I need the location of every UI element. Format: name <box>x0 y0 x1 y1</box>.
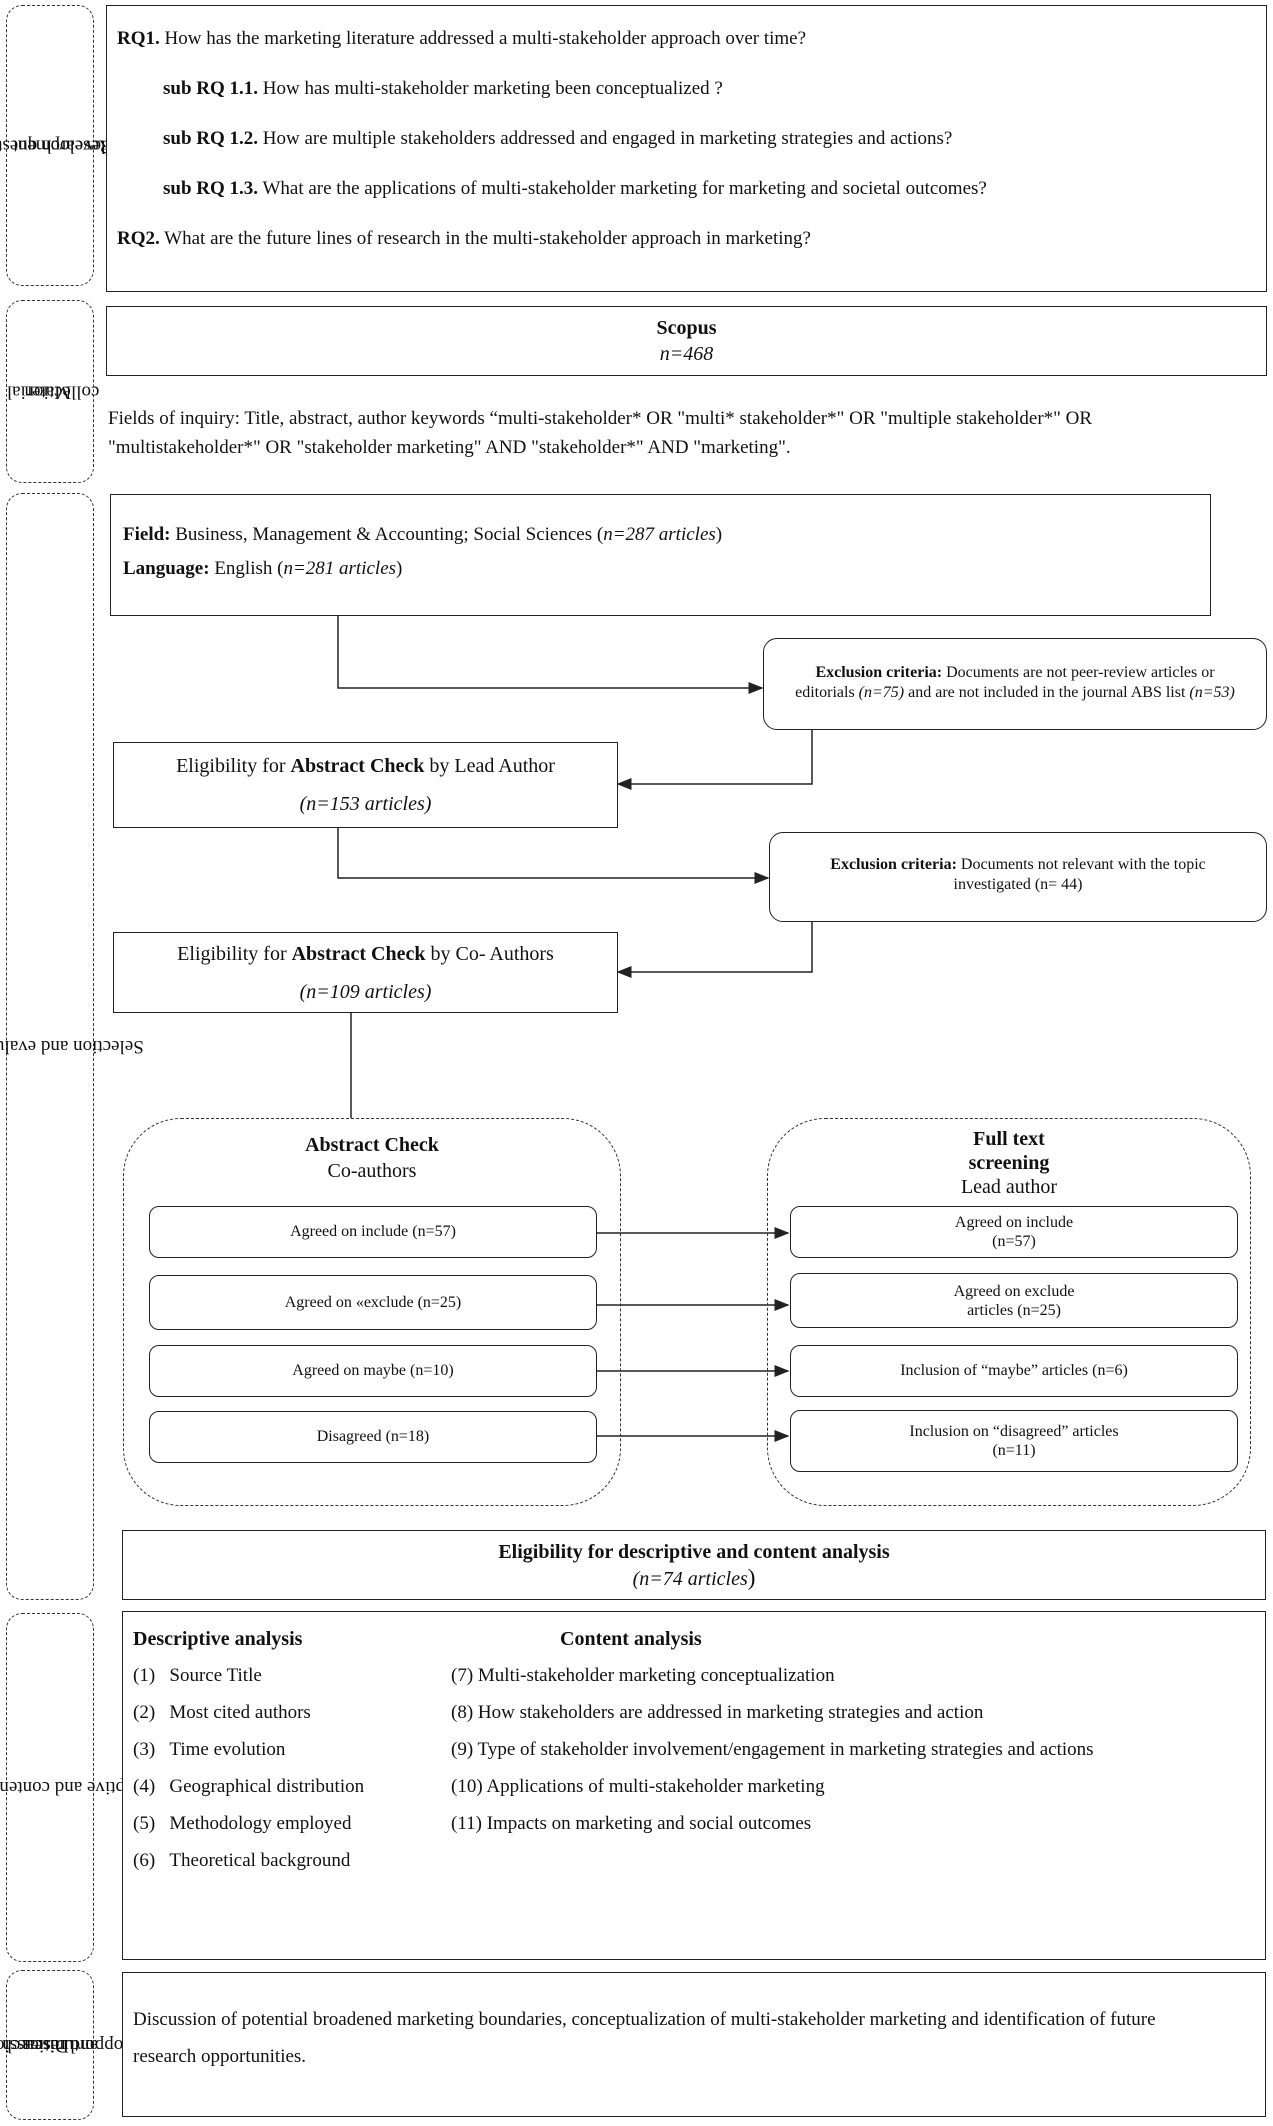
field-line: Field: Business, Management & Accounting… <box>123 524 723 545</box>
content-item: (7) Multi-stakeholder marketing conceptu… <box>451 1665 835 1686</box>
content-title: Content analysis <box>560 1628 702 1650</box>
research-questions-box: RQ1. How has the marketing literature ad… <box>106 5 1267 292</box>
final-eligibility-title: Eligibility for descriptive and content … <box>498 1541 890 1563</box>
fulltext-item-include: Agreed on include(n=57) <box>790 1206 1238 1258</box>
exclusion-criteria-2: Exclusion criteria: Documents not releva… <box>769 832 1267 922</box>
stage-descriptive-content: Descriptive and content analyses <box>0 1613 175 1962</box>
sub-rq-1-2: sub RQ 1.2. How are multiple stakeholder… <box>163 128 953 149</box>
content-item: (11) Impacts on marketing and social out… <box>451 1813 812 1834</box>
content-item: (10) Applications of multi-stakeholder m… <box>451 1776 825 1797</box>
analyses-box: Descriptive analysis Content analysis (1… <box>122 1611 1266 1960</box>
descriptive-title: Descriptive analysis <box>133 1628 303 1650</box>
descriptive-item: (5) Methodology employed <box>133 1813 352 1834</box>
descriptive-item: (3) Time evolution <box>133 1739 286 1760</box>
exclusion-criteria-1: Exclusion criteria: Documents are not pe… <box>763 638 1267 730</box>
discussion-line: Discussion of potential broadened market… <box>133 2009 1156 2030</box>
fields-line: Fields of inquiry: Title, abstract, auth… <box>108 408 1093 429</box>
descriptive-item: (4) Geographical distribution <box>133 1776 365 1797</box>
rq1: RQ1. How has the marketing literature ad… <box>117 28 807 49</box>
discussion-line: research opportunities. <box>133 2046 307 2067</box>
abstract-item-exclude: Agreed on «exclude (n=25) <box>149 1275 597 1330</box>
rq2: RQ2. What are the future lines of resear… <box>117 228 811 249</box>
scopus-box: Scopus n=468 <box>106 306 1267 376</box>
abstract-check-title: Abstract Check <box>305 1134 439 1156</box>
descriptive-item: (6) Theoretical background <box>133 1850 351 1871</box>
eligibility-co-authors-box: Eligibility for Abstract Check by Co- Au… <box>113 932 618 1013</box>
stage-selection-evaluation: Selection and evaluation <box>0 493 143 1600</box>
field-language-box: Field: Business, Management & Accounting… <box>110 494 1211 616</box>
fulltext-item-maybe: Inclusion of “maybe” articles (n=6) <box>790 1345 1238 1397</box>
language-line: Language: English (n=281 articles) <box>123 558 403 579</box>
final-eligibility-box: Eligibility for descriptive and content … <box>122 1530 1266 1600</box>
abstract-check-sub: Co-authors <box>327 1160 417 1182</box>
final-eligibility-count: (n=74 articles <box>632 1568 748 1590</box>
scopus-label: Scopus <box>656 317 717 339</box>
discussion-box: Discussion of potential broadened market… <box>122 1972 1266 2117</box>
content-item: (9) Type of stakeholder involvement/enga… <box>451 1739 1094 1760</box>
full-text-title: screening <box>968 1152 1050 1174</box>
full-text-title: Full text <box>973 1128 1045 1150</box>
abstract-item-maybe: Agreed on maybe (n=10) <box>149 1345 597 1397</box>
full-text-group: Full text screening Lead author <box>767 1118 1251 1506</box>
full-text-sub: Lead author <box>960 1176 1058 1198</box>
sub-rq-1-1: sub RQ 1.1. How has multi-stakeholder ma… <box>163 78 723 99</box>
sub-rq-1-3: sub RQ 1.3. What are the applications of… <box>163 178 987 199</box>
abstract-item-include: Agreed on include (n=57) <box>149 1206 597 1258</box>
descriptive-item: (1) Source Title <box>133 1665 262 1686</box>
abstract-check-group: Abstract Check Co-authors <box>123 1118 621 1506</box>
eligibility-lead-author-box: Eligibility for Abstract Check by Lead A… <box>113 742 618 828</box>
content-item: (8) How stakeholders are addressed in ma… <box>451 1702 984 1723</box>
scopus-count: n=468 <box>659 343 714 365</box>
fulltext-item-disagreed: Inclusion on “disagreed” articles(n=11) <box>790 1410 1238 1472</box>
descriptive-item: (2) Most cited authors <box>133 1702 311 1723</box>
abstract-item-disagreed: Disagreed (n=18) <box>149 1411 597 1463</box>
fields-line: "multistakeholder*" OR "stakeholder mark… <box>108 437 791 458</box>
stage-research-questions: Research questionsdevelopment <box>0 5 112 286</box>
fields-of-inquiry: Fields of inquiry: Title, abstract, auth… <box>108 404 1268 462</box>
